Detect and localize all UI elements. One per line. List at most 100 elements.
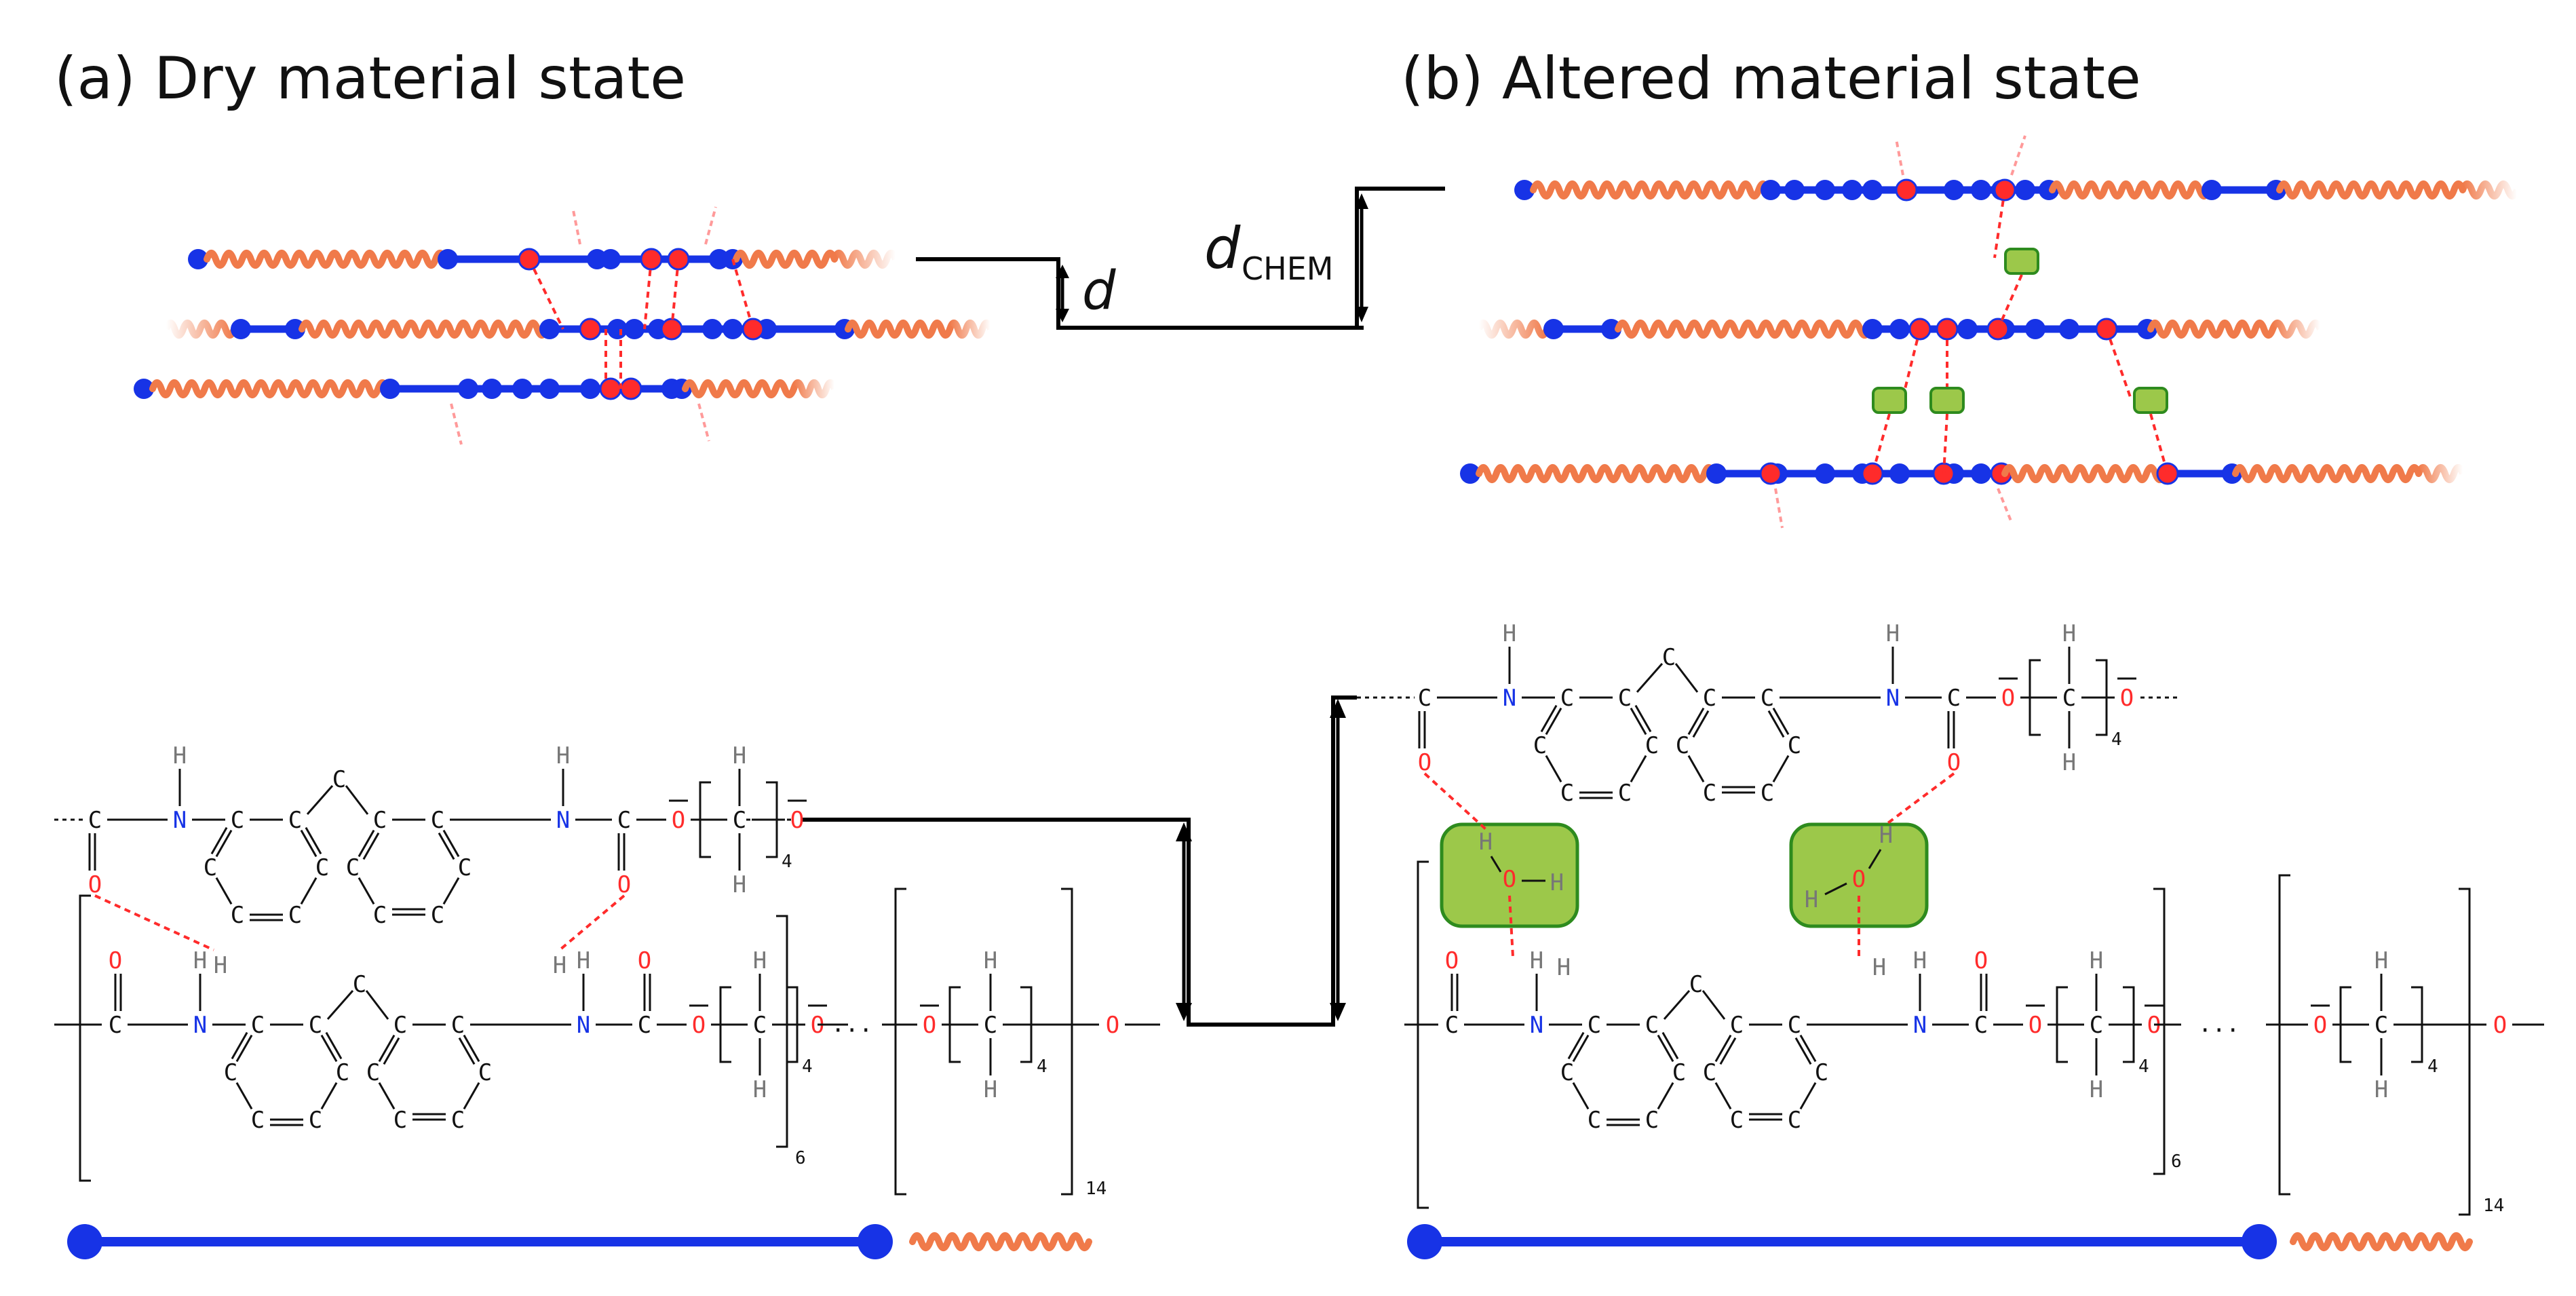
bond bbox=[1630, 755, 1647, 783]
carbonyl-oxygen: O bbox=[1445, 947, 1459, 974]
hydrogen-bond bbox=[670, 259, 680, 330]
dangling-bond bbox=[704, 206, 717, 245]
water-hydrogen: H bbox=[1550, 869, 1564, 896]
ring-carbon: C bbox=[478, 1059, 492, 1086]
hard-node bbox=[702, 319, 723, 339]
bond bbox=[1545, 755, 1562, 783]
bond bbox=[210, 826, 228, 855]
hydrogen: H bbox=[193, 947, 207, 974]
bridge-carbon: C bbox=[1689, 971, 1703, 998]
ester-oxygen: O bbox=[2001, 685, 2015, 712]
ether-oxygen: O bbox=[1106, 1012, 1119, 1039]
repeat-subscript: 6 bbox=[795, 1148, 806, 1168]
water-oxygen: O bbox=[1503, 866, 1516, 893]
carbonyl-carbon: C bbox=[1445, 1012, 1459, 1039]
hard-node bbox=[231, 319, 251, 339]
hbond-node bbox=[1759, 462, 1782, 485]
hard-node bbox=[512, 379, 533, 399]
ring-carbon: C bbox=[451, 1012, 465, 1039]
bond bbox=[300, 877, 318, 905]
nitrogen: N bbox=[1886, 685, 1900, 712]
dchem-label-main: d bbox=[1204, 215, 1241, 282]
methylene-carbon: C bbox=[2090, 1012, 2103, 1039]
hydrogen: H bbox=[2062, 749, 2076, 776]
bond bbox=[306, 785, 334, 815]
ring-carbon: C bbox=[458, 854, 472, 881]
carbonyl-oxygen: O bbox=[109, 947, 122, 974]
hbond-node bbox=[619, 377, 642, 400]
hard-node bbox=[1514, 180, 1535, 200]
nitrogen: N bbox=[577, 1012, 590, 1039]
water-hydrogen: H bbox=[1879, 822, 1893, 849]
bridge-carbon: C bbox=[332, 766, 346, 793]
hydrogen: H bbox=[1872, 954, 1886, 981]
hydrogen-bond bbox=[1423, 772, 1487, 831]
bond bbox=[442, 877, 460, 905]
hard-node bbox=[723, 319, 743, 339]
hard-node bbox=[1706, 463, 1727, 484]
nitrogen: N bbox=[193, 1012, 207, 1039]
hard-node bbox=[438, 249, 458, 269]
bond bbox=[1794, 1037, 1812, 1065]
soft-segment bbox=[204, 249, 448, 269]
bond bbox=[358, 877, 375, 905]
bond bbox=[1674, 663, 1699, 693]
ring-carbon: C bbox=[1645, 732, 1659, 759]
bridge-carbon: C bbox=[1662, 644, 1676, 671]
dchem-label-sub: CHEM bbox=[1242, 250, 1333, 287]
carbonyl-carbon: C bbox=[1974, 1012, 1988, 1039]
soft-segment bbox=[2147, 319, 2276, 339]
bracket bbox=[699, 781, 711, 858]
hard-node bbox=[188, 249, 208, 269]
ring-carbon: C bbox=[393, 1107, 407, 1134]
hard-node bbox=[1601, 319, 1621, 339]
water-hydrogen: H bbox=[1805, 886, 1818, 913]
bond bbox=[463, 1034, 480, 1063]
bond bbox=[1714, 1034, 1732, 1063]
dangling-bond bbox=[2010, 135, 2026, 176]
hard-node bbox=[482, 379, 502, 399]
ring-carbon: C bbox=[204, 854, 217, 881]
bracket bbox=[894, 888, 906, 1196]
soft-segment bbox=[909, 1232, 1092, 1252]
ring-carbon: C bbox=[1761, 685, 1774, 712]
ring-carbon: C bbox=[231, 807, 244, 834]
dangling-bond bbox=[1997, 488, 2013, 523]
water-molecule bbox=[1929, 387, 1965, 414]
carbonyl-oxygen: O bbox=[1974, 947, 1988, 974]
bond bbox=[458, 1037, 476, 1065]
soft-segment-fade bbox=[831, 249, 899, 269]
soft-segment bbox=[1615, 319, 1872, 339]
carbonyl-carbon: C bbox=[1947, 685, 1961, 712]
hydrogen: H bbox=[553, 952, 566, 979]
hydrogen-bond bbox=[731, 259, 754, 330]
bond bbox=[1687, 707, 1705, 736]
nitrogen: N bbox=[173, 807, 187, 834]
ether-oxygen: O bbox=[2120, 685, 2134, 712]
ring-carbon: C bbox=[1560, 1059, 1574, 1086]
hard-node bbox=[607, 319, 628, 339]
soft-segment bbox=[1476, 463, 1716, 484]
soft-segment bbox=[299, 319, 550, 339]
hydrogen: H bbox=[984, 947, 997, 974]
soft-segment bbox=[2049, 180, 2212, 200]
bond bbox=[362, 832, 380, 860]
hard-node bbox=[458, 379, 478, 399]
hydrogen-bond bbox=[2105, 328, 2132, 398]
hard-node bbox=[2202, 180, 2222, 200]
carbonyl-oxygen: O bbox=[638, 947, 651, 974]
bracket bbox=[776, 915, 788, 1148]
soft-segment bbox=[845, 319, 953, 339]
bond bbox=[231, 1031, 248, 1060]
hydrogen: H bbox=[1913, 947, 1927, 974]
ring-carbon: C bbox=[1788, 732, 1801, 759]
soft-segment-fade bbox=[2459, 180, 2520, 200]
ring-carbon: C bbox=[251, 1107, 265, 1134]
hard-node bbox=[1957, 319, 1978, 339]
ring-carbon: C bbox=[1618, 685, 1632, 712]
ring-carbon: C bbox=[1645, 1107, 1659, 1134]
ring-carbon: C bbox=[1560, 780, 1574, 807]
bond bbox=[1636, 663, 1664, 693]
ring-carbon: C bbox=[309, 1012, 322, 1039]
